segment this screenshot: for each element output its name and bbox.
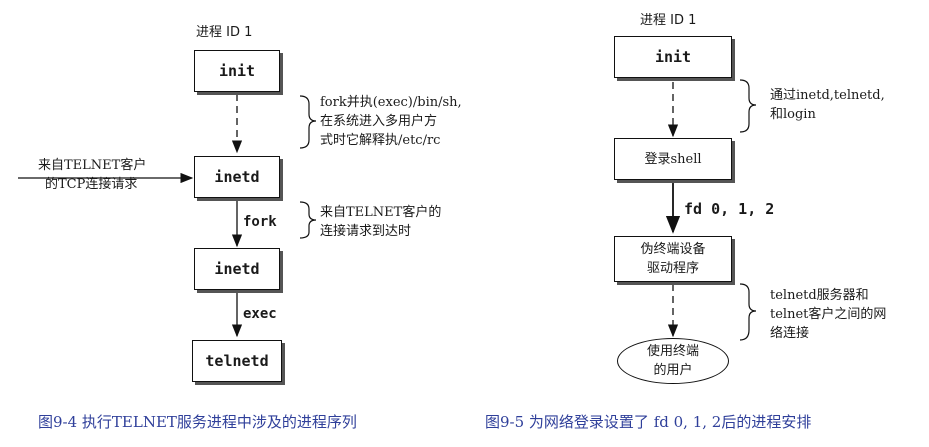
user-line-1: 使用终端 [646,344,699,359]
fig5-header: 进程 ID 1 [640,13,697,28]
fig4-note2-line-2: 连接请求到达时 [320,224,412,239]
fig5-init-label: init [654,48,692,66]
pseudo-terminal-label: 伪终端设备 驱动程序 [640,240,705,278]
fig4-note-fork-exec: fork并执(exec)/bin/sh, 在系统进入多用户方 式时它解释执/et… [320,93,462,150]
fig4-note-connection: 来自TELNET客户的 连接请求到达时 [320,203,441,241]
fig5-note2-line-1: telnetd服务器和 [770,288,869,303]
exec-edge-label: exec [243,306,277,322]
fig4-inetd-child-label: inetd [214,260,260,278]
fig4-init-box: init [194,50,280,92]
fig4-note1-line-3: 式时它解释执/etc/rc [320,133,441,148]
fork-edge-label: fork [243,214,277,230]
pseudo-terminal-box: 伪终端设备 驱动程序 [614,236,732,282]
fig4-header: 进程 ID 1 [196,25,253,40]
fig5-init-box: init [614,36,732,78]
incoming-line-2: 的TCP连接请求 [45,177,138,192]
fig4-telnetd-box: telnetd [192,340,282,382]
fig4-inetd-box: inetd [194,156,280,198]
pty-line-2: 驱动程序 [646,261,699,276]
fd-edge-label: fd 0, 1, 2 [684,200,775,218]
user-line-2: 的用户 [653,363,693,378]
fig4-caption: 图9-4 执行TELNET服务进程中涉及的进程序列 [38,413,357,431]
note1-brace [299,95,317,149]
fig4-note1-line-1: fork并执(exec)/bin/sh, [320,95,462,110]
fig5-caption: 图9-5 为网络登录设置了 fd 0, 1, 2后的进程安排 [485,413,812,431]
login-shell-box: 登录shell [614,138,732,180]
fig5-note2-line-2: telnet客户之间的网 [770,307,887,322]
fig5-note-via-inetd: 通过inetd,telnetd, 和login [770,86,885,124]
pty-line-1: 伪终端设备 [640,242,706,257]
note2-brace [299,201,317,239]
incoming-line-1: 来自TELNET客户 [38,158,147,173]
fig5-note-network: telnetd服务器和 telnet客户之间的网 络连接 [770,286,886,343]
fig4-note2-line-1: 来自TELNET客户的 [320,205,442,220]
incoming-connection-label: 来自TELNET客户 的TCP连接请求 [38,156,146,194]
login-shell-label: 登录shell [644,151,702,167]
fig5-note2-brace [739,283,757,341]
fig4-init-label: init [218,62,256,80]
fig4-inetd-label: inetd [214,168,260,186]
terminal-user-label: 使用终端 的用户 [647,342,699,380]
fig5-note2-line-3: 络连接 [770,326,810,341]
terminal-user-ellipse: 使用终端 的用户 [617,338,729,384]
fig4-note1-line-2: 在系统进入多用户方 [320,114,438,129]
fig5-note1-line-1: 通过inetd,telnetd, [770,88,885,103]
fig4-inetd-child-box: inetd [194,248,280,290]
fig5-note1-brace [739,79,757,133]
fig5-note1-line-2: 和login [770,107,816,122]
fig4-telnetd-label: telnetd [205,352,269,370]
